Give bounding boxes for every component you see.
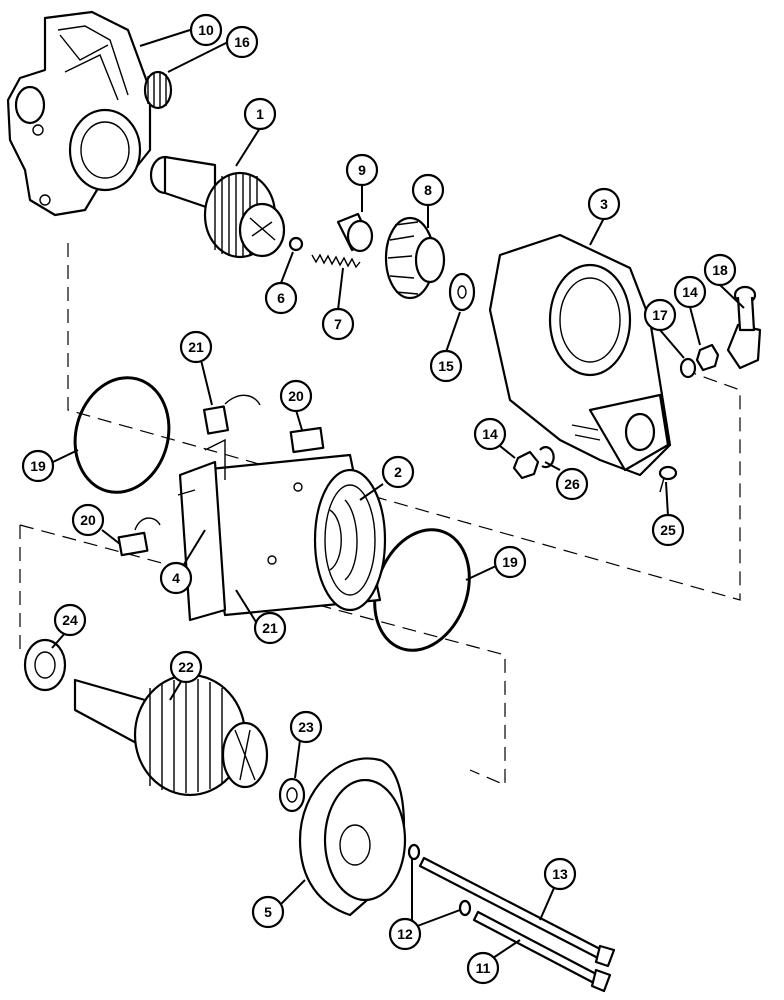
svg-text:13: 13 [552, 866, 568, 882]
callout-7: 7 [321, 307, 355, 341]
callout-24: 24 [53, 603, 87, 637]
svg-text:1: 1 [256, 106, 264, 122]
spring-part [311, 253, 361, 269]
drive-housing-part [6, 10, 152, 217]
svg-text:12: 12 [397, 926, 413, 942]
small-washer-upper-part [407, 843, 421, 861]
solenoid-housing-part [488, 233, 672, 477]
svg-text:5: 5 [264, 904, 272, 920]
svg-text:21: 21 [262, 620, 278, 636]
callout-23: 23 [289, 710, 323, 744]
svg-text:10: 10 [198, 22, 214, 38]
callout-20-upper: 20 [279, 379, 313, 413]
callout-21-lower: 21 [253, 611, 287, 645]
callout-20-lower: 20 [71, 503, 105, 537]
callout-9: 9 [345, 153, 379, 187]
leader-lines [51, 29, 745, 961]
svg-text:24: 24 [62, 612, 78, 628]
svg-text:11: 11 [476, 960, 491, 976]
through-bolt-short-part [472, 910, 612, 993]
hex-nut-upper-part [695, 343, 720, 372]
terminal-boot-part [726, 285, 762, 370]
svg-text:20: 20 [288, 388, 304, 404]
svg-text:20: 20 [80, 512, 96, 528]
svg-text:18: 18 [712, 262, 728, 278]
callout-3: 3 [587, 187, 621, 221]
callout-2: 2 [381, 455, 415, 489]
brush-upper-left-part [202, 394, 261, 435]
o-ring-upper-part [73, 376, 171, 494]
brush-upper-right-part [289, 426, 325, 454]
screw-part [658, 465, 678, 493]
pinion-gear-part [143, 70, 173, 110]
callout-1: 1 [243, 97, 277, 131]
svg-text:3: 3 [600, 196, 608, 212]
spur-gear-part [384, 216, 446, 300]
brush-lower-left-part [117, 517, 161, 557]
svg-text:4: 4 [172, 570, 180, 586]
svg-text:19: 19 [30, 458, 46, 474]
small-washer-lower-part [458, 899, 472, 917]
clutch-collar-part [336, 212, 374, 253]
drive-assembly-part [149, 155, 286, 259]
callout-4: 4 [159, 561, 193, 595]
svg-text:8: 8 [424, 182, 432, 198]
svg-text:6: 6 [277, 290, 285, 306]
callout-19-right: 19 [493, 545, 527, 579]
ball-part [288, 236, 304, 252]
svg-text:15: 15 [438, 358, 454, 374]
callout-26: 26 [555, 467, 589, 501]
svg-text:23: 23 [298, 719, 314, 735]
bearing-left-part [23, 638, 67, 692]
callout-8: 8 [411, 173, 445, 207]
svg-text:21: 21 [188, 339, 204, 355]
callout-14-lower: 14 [473, 417, 507, 451]
callout-15: 15 [429, 349, 463, 383]
svg-text:26: 26 [564, 476, 580, 492]
callout-19-left: 19 [21, 449, 55, 483]
washer-part [448, 272, 476, 312]
field-frame-part [177, 438, 387, 622]
svg-text:25: 25 [660, 522, 676, 538]
callout-5: 5 [251, 895, 285, 929]
svg-text:16: 16 [234, 34, 250, 50]
end-cover-part [298, 757, 407, 917]
callout-14-upper: 14 [673, 275, 707, 309]
callout-17: 17 [643, 298, 677, 332]
bearing-right-part [278, 777, 306, 813]
callout-6: 6 [264, 281, 298, 315]
svg-text:22: 22 [178, 659, 194, 675]
callout-25: 25 [651, 513, 685, 547]
svg-text:9: 9 [358, 162, 366, 178]
callout-22: 22 [169, 650, 203, 684]
armature-part [73, 673, 269, 797]
callout-10: 10 [189, 13, 223, 47]
svg-text:14: 14 [682, 284, 698, 300]
lock-washer-part [679, 357, 697, 379]
through-bolt-long-part [418, 856, 616, 968]
svg-text:19: 19 [502, 554, 518, 570]
callout-16: 16 [225, 25, 259, 59]
callout-18: 18 [703, 253, 737, 287]
split-washer-part [539, 446, 555, 469]
hex-nut-lower-part [512, 450, 540, 480]
callout-13: 13 [543, 857, 577, 891]
callout-12: 12 [388, 917, 422, 951]
svg-text:14: 14 [482, 426, 498, 442]
svg-text:7: 7 [334, 316, 342, 332]
callout-11: 11 [466, 951, 500, 985]
svg-text:17: 17 [652, 307, 668, 323]
svg-text:2: 2 [394, 464, 402, 480]
callout-21-upper: 21 [179, 330, 213, 364]
